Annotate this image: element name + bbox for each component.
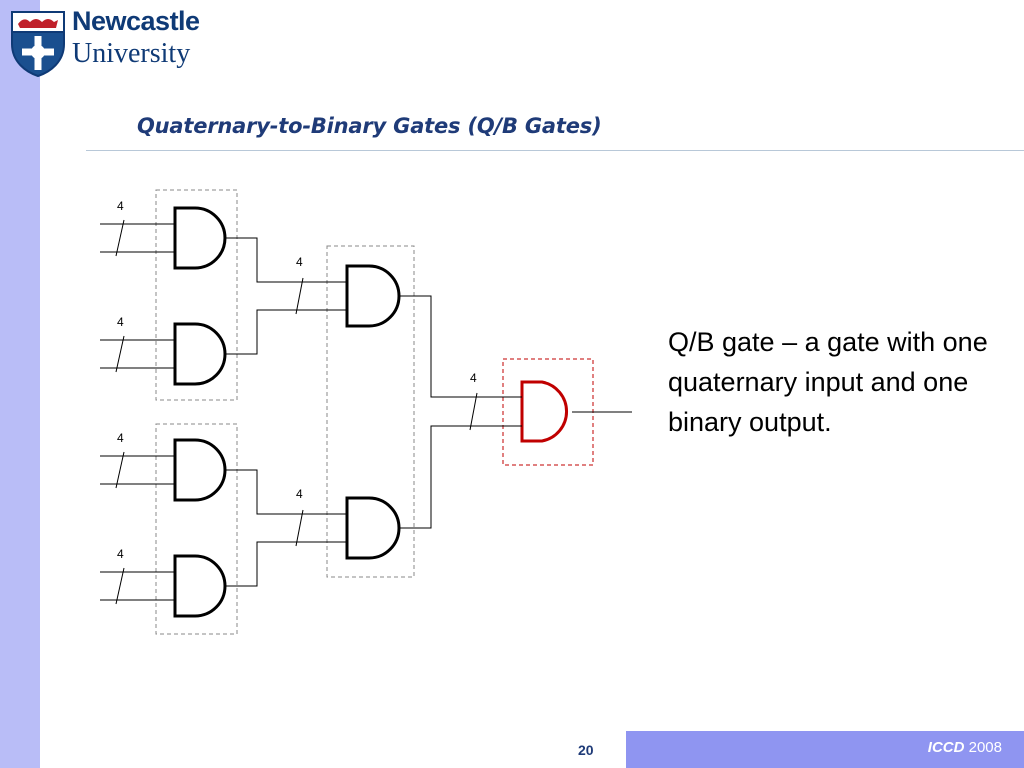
left-accent-bar [0, 0, 40, 768]
and-gate-1 [173, 206, 227, 270]
and-gate-6 [345, 496, 401, 560]
bus-label: 4 [470, 371, 477, 385]
footer-conference: ICCD 2008 [928, 739, 1002, 756]
bus-label: 4 [117, 199, 124, 213]
conference-name: ICCD [927, 739, 965, 756]
and-gate-3 [173, 438, 227, 502]
logo-text-newcastle: Newcastle [72, 6, 200, 36]
slide-title: Quaternary-to-Binary Gates (Q/B Gates) [137, 114, 602, 138]
conference-year: 2008 [968, 739, 1002, 756]
bus-label: 4 [296, 487, 303, 501]
shield-icon [11, 11, 65, 78]
gate-group-top-left [155, 189, 238, 401]
and-gate-5 [345, 264, 401, 328]
bus-label: 4 [117, 315, 124, 329]
university-logo: Newcastle University [10, 6, 225, 78]
and-gate-2 [173, 322, 227, 386]
and-gate-4 [173, 554, 227, 618]
logo-text-university: University [72, 38, 191, 69]
title-divider [86, 150, 1024, 151]
page-number: 20 [578, 742, 594, 758]
qb-gate-output [520, 380, 568, 443]
bus-label: 4 [117, 431, 124, 445]
bus-label: 4 [296, 255, 303, 269]
gate-group-middle [326, 245, 415, 578]
bus-label: 4 [117, 547, 124, 561]
gate-description: Q/B gate – a gate with one quaternary in… [668, 327, 988, 437]
gate-group-bottom-left [155, 423, 238, 635]
footer-bar: ICCD 2008 [626, 731, 1024, 768]
